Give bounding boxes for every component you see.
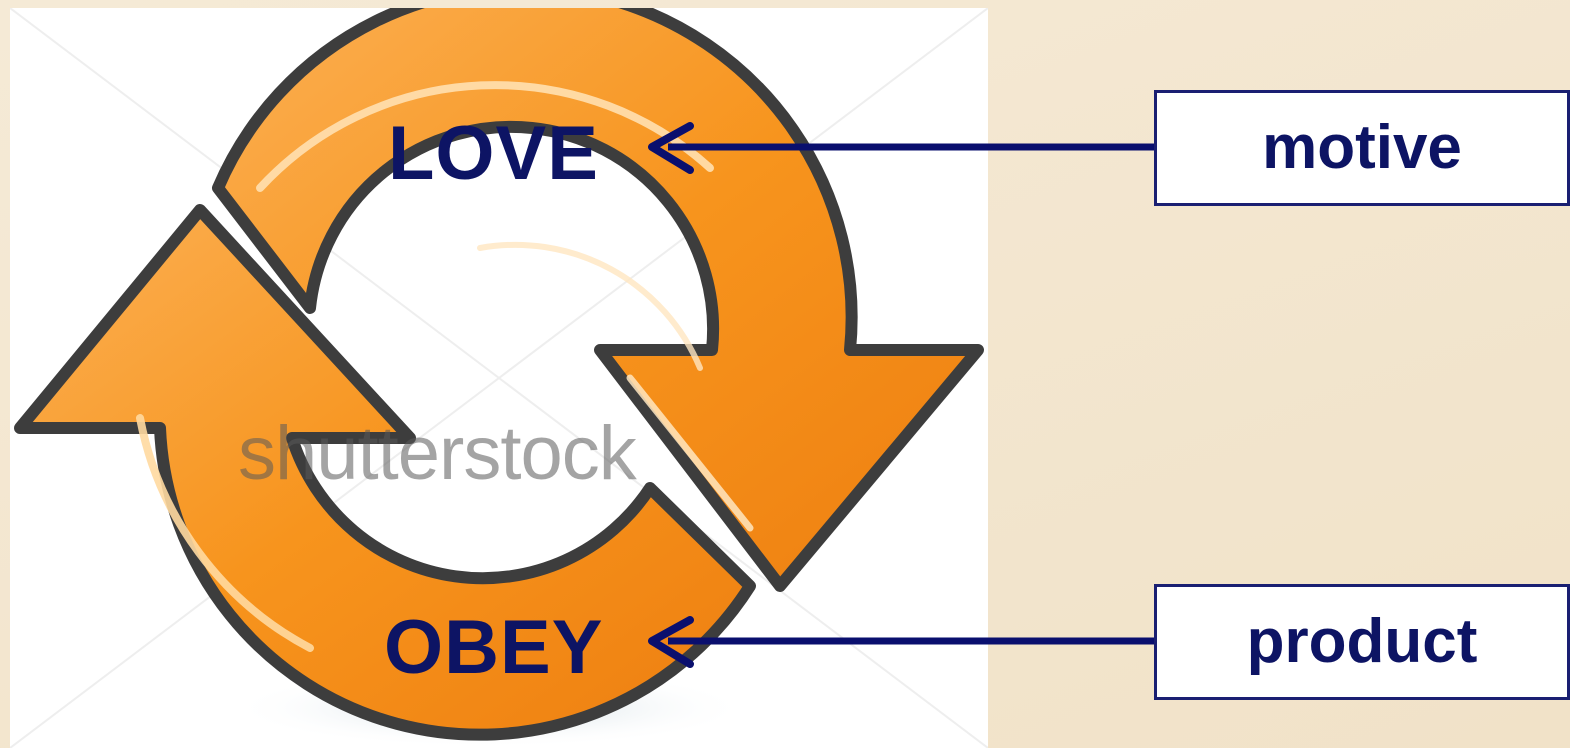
label-box-motive: motive xyxy=(1154,90,1570,206)
label-box-product: product xyxy=(1154,584,1570,700)
label-motive: motive xyxy=(1262,117,1462,179)
label-product: product xyxy=(1247,611,1478,673)
